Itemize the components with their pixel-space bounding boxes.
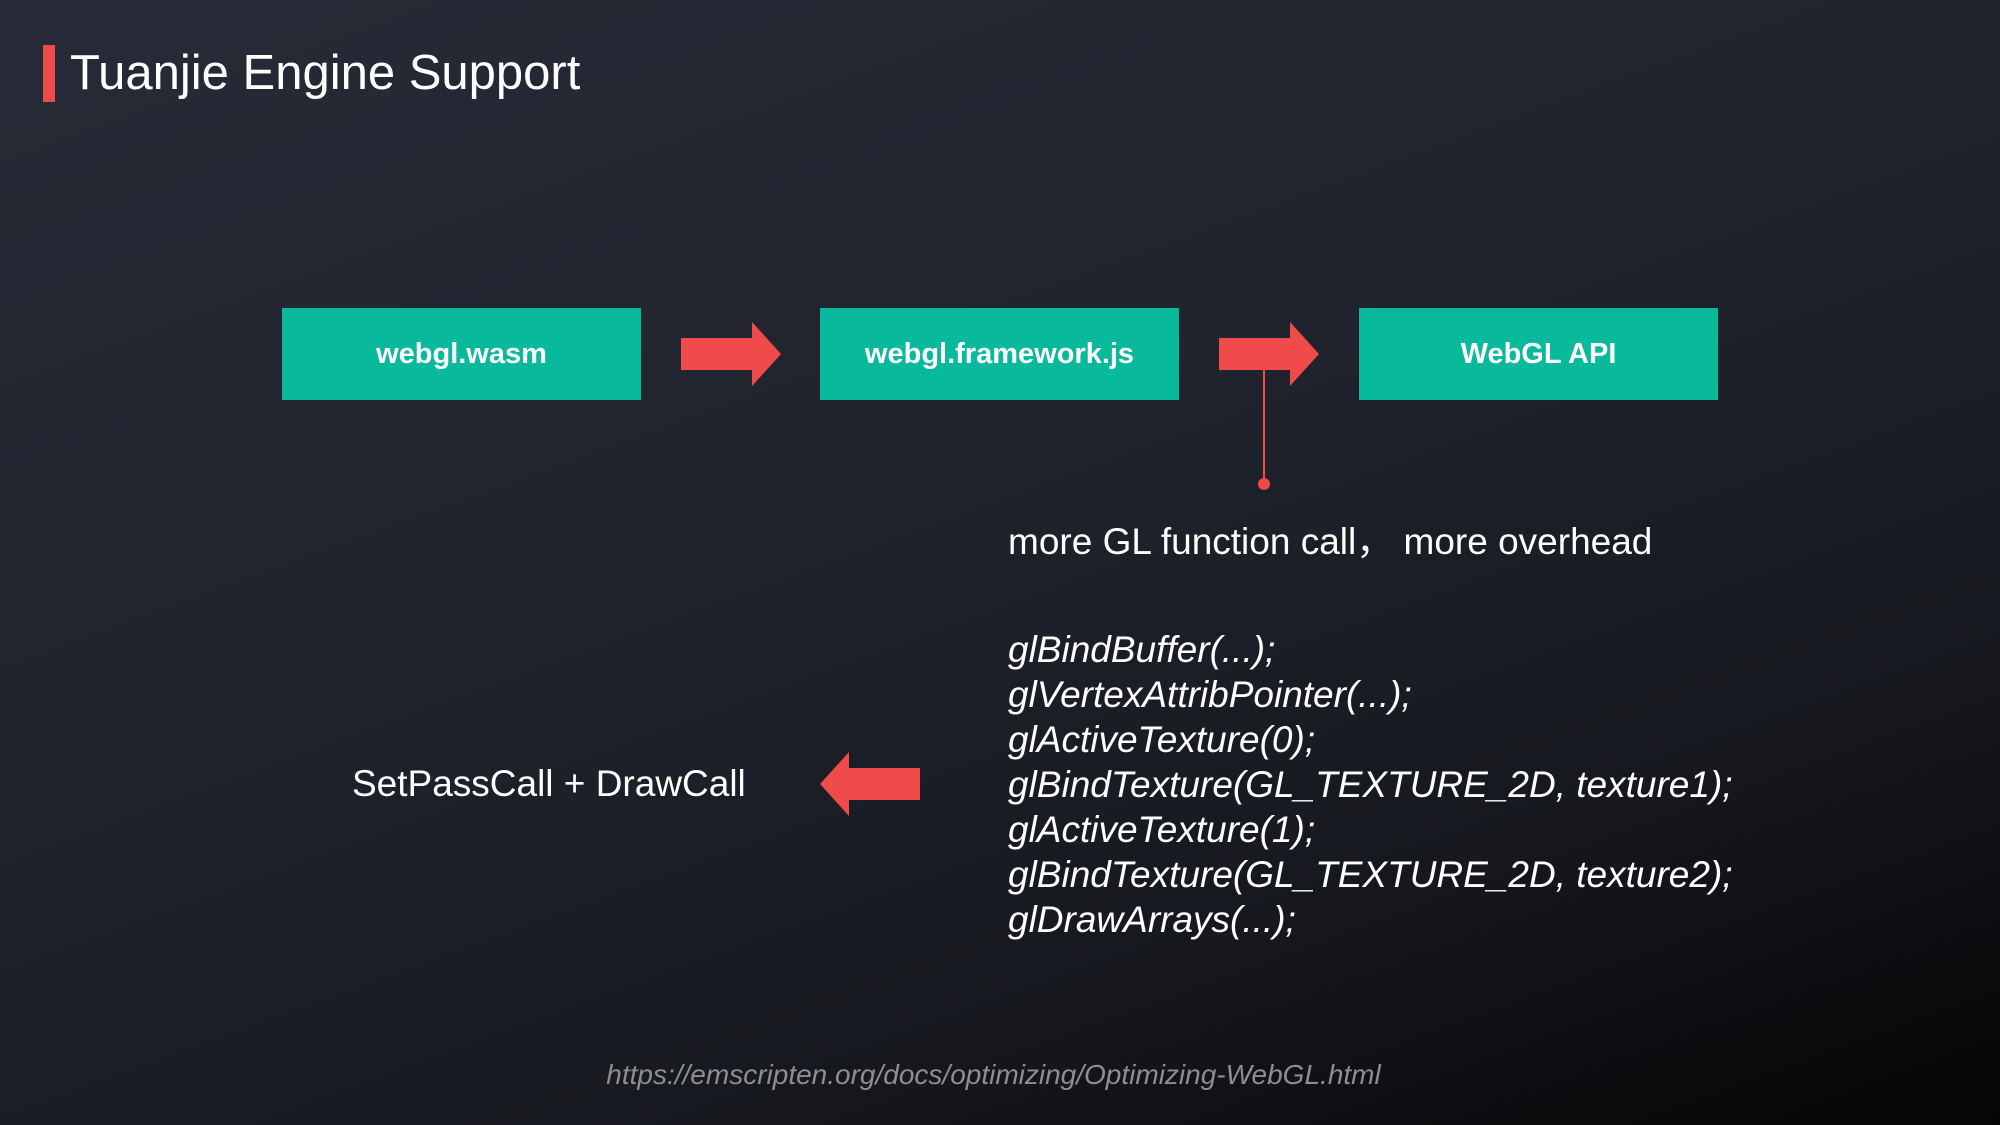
gl-call-line: glActiveTexture(1);	[1008, 809, 1316, 850]
gl-call-line: glActiveTexture(0);	[1008, 719, 1316, 760]
arrow-left-icon	[820, 752, 920, 816]
callout-dot	[1258, 478, 1270, 490]
flow-box-webgl-api: WebGL API	[1359, 308, 1718, 400]
gl-call-line: glVertexAttribPointer(...);	[1008, 674, 1412, 715]
gl-call-list: glBindBuffer(...); glVertexAttribPointer…	[1008, 627, 1733, 942]
overhead-note: more GL function call， more overhead	[1008, 521, 1653, 562]
page-title: Tuanjie Engine Support	[70, 46, 581, 100]
gl-call-line: glBindTexture(GL_TEXTURE_2D, texture1);	[1008, 764, 1733, 805]
flow-box-wasm: webgl.wasm	[282, 308, 641, 400]
title-accent-bar	[43, 45, 55, 102]
source-link[interactable]: https://emscripten.org/docs/optimizing/O…	[606, 1059, 1381, 1090]
gl-call-line: glBindBuffer(...);	[1008, 629, 1276, 670]
flow-box-framework: webgl.framework.js	[820, 308, 1179, 400]
arrow-right-icon	[1219, 322, 1319, 386]
gl-call-line: glBindTexture(GL_TEXTURE_2D, texture2);	[1008, 854, 1733, 895]
gl-call-line: glDrawArrays(...);	[1008, 899, 1296, 940]
arrow-right-icon	[681, 322, 781, 386]
result-label: SetPassCall + DrawCall	[352, 763, 746, 804]
